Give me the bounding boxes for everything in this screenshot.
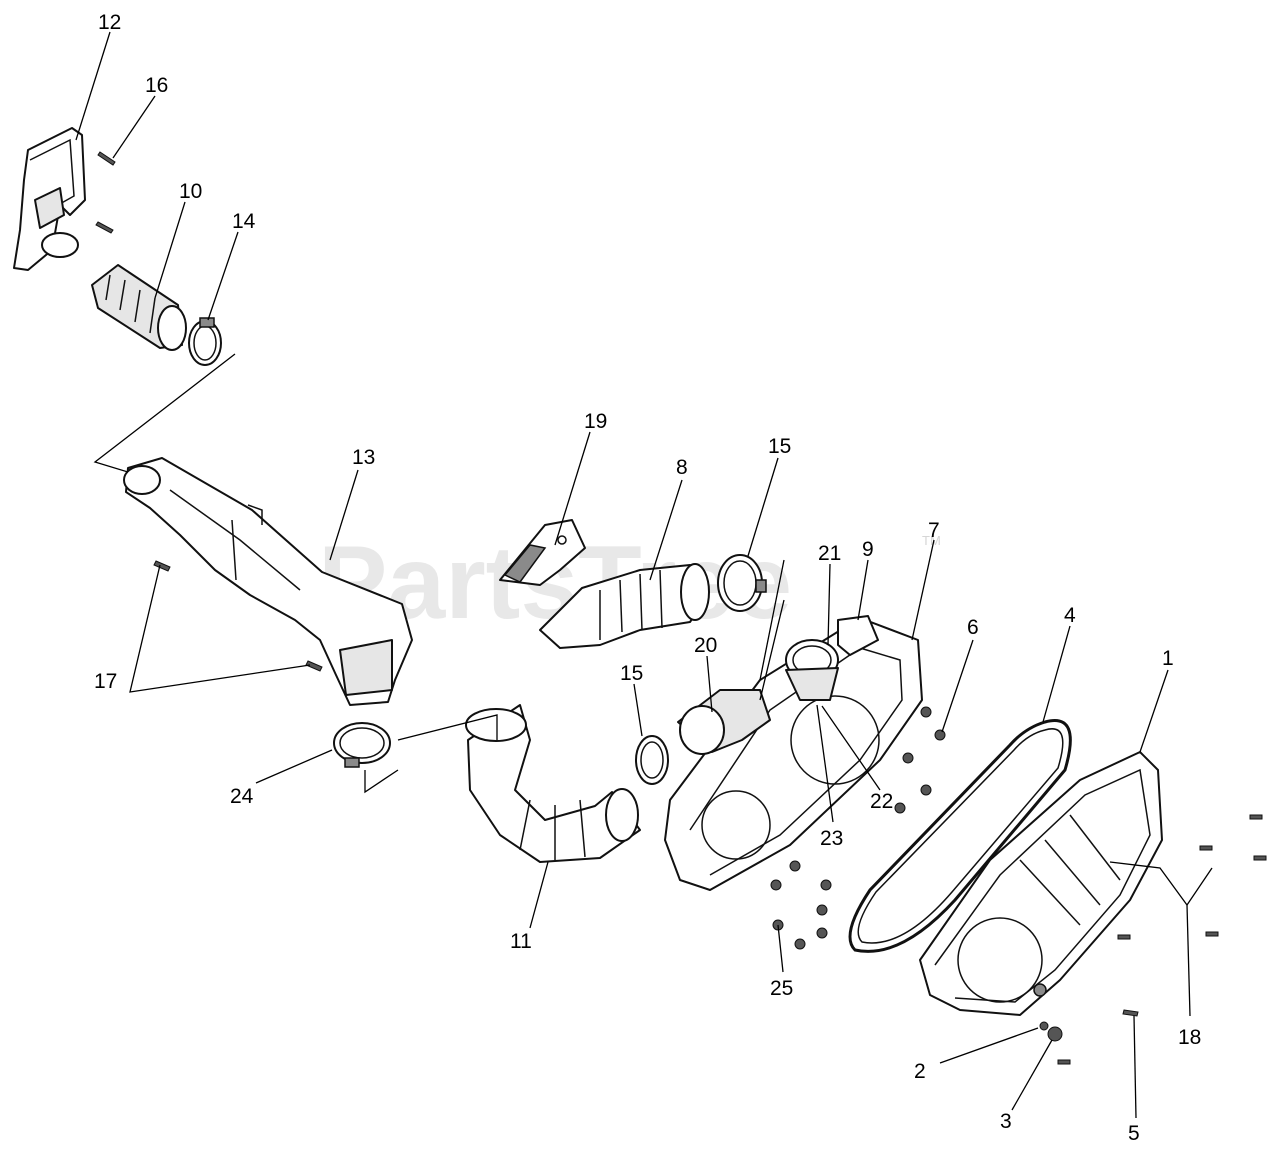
callout-3: 3 <box>1000 1110 1012 1133</box>
part-12-intake-bracket <box>13 127 86 271</box>
callout-17: 17 <box>94 670 117 693</box>
callout-15-lower: 15 <box>620 662 643 685</box>
part-17-screws <box>153 560 323 672</box>
callout-10: 10 <box>179 180 202 203</box>
part-3-nut <box>1047 1026 1071 1065</box>
callout-22: 22 <box>870 790 893 813</box>
callout-14: 14 <box>232 210 256 233</box>
part-11-lower-duct <box>465 704 641 863</box>
part-25-fasteners <box>770 860 832 950</box>
callout-25: 25 <box>770 977 793 1000</box>
callout-6: 6 <box>967 616 979 639</box>
callout-numbers: 12 16 10 14 13 19 8 15 21 9 7 17 20 15 6… <box>94 11 1201 1145</box>
callout-16: 16 <box>145 74 168 97</box>
part-7-inner-cvt-cover <box>664 617 923 891</box>
watermark-trademark: TM <box>922 533 941 548</box>
callout-24: 24 <box>230 785 254 808</box>
part-15-hose-clamp-upper <box>717 554 767 612</box>
callout-23: 23 <box>820 827 843 850</box>
callout-18: 18 <box>1178 1026 1201 1049</box>
callout-8: 8 <box>676 456 688 479</box>
callout-13: 13 <box>352 446 375 469</box>
part-5-screw <box>1122 1009 1139 1017</box>
callout-4: 4 <box>1064 604 1076 627</box>
part-6-fasteners <box>894 706 946 814</box>
part-10-intake-boot <box>91 264 187 351</box>
callout-15-upper: 15 <box>768 435 791 458</box>
part-21-outlet-adapter <box>785 639 839 701</box>
callout-1: 1 <box>1162 647 1174 670</box>
part-9-seal <box>837 615 879 656</box>
assembly-lines <box>93 353 785 794</box>
callout-2: 2 <box>914 1060 926 1083</box>
callout-9: 9 <box>862 538 874 561</box>
part-20-duct-adapter <box>677 689 771 755</box>
part-24-hose-clamp <box>333 722 391 768</box>
part-13-intake-duct <box>123 457 413 706</box>
part-14-hose-clamp <box>188 317 222 366</box>
part-1-outer-cvt-cover <box>919 751 1163 1016</box>
callout-11: 11 <box>510 930 532 953</box>
callout-12: 12 <box>98 11 121 34</box>
part-15-hose-clamp-lower <box>635 735 669 785</box>
part-16-screws <box>95 151 116 234</box>
part-19-heat-shield <box>499 519 586 586</box>
callout-5: 5 <box>1128 1122 1140 1145</box>
part-8-intake-elbow <box>539 563 710 649</box>
callout-21: 21 <box>818 542 841 565</box>
part-18-screws <box>1117 814 1267 940</box>
callout-19: 19 <box>584 410 607 433</box>
callout-7: 7 <box>928 519 940 542</box>
leader-lines <box>75 31 1213 1119</box>
part-2-washer <box>1039 1021 1049 1031</box>
callout-20: 20 <box>694 634 717 657</box>
part-4-drive-belt <box>848 719 1072 953</box>
